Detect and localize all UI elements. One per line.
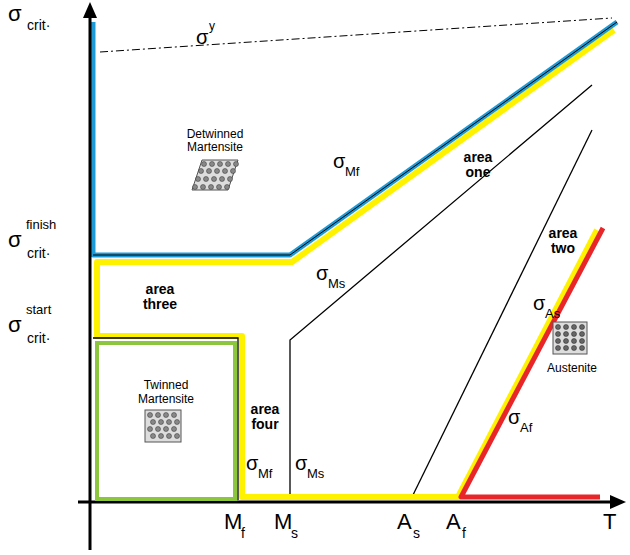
diagram-label: start (26, 303, 51, 317)
diagram-label: y (209, 20, 215, 33)
diagram-label: σ (316, 262, 328, 284)
diagram-label: Ms (328, 277, 345, 291)
diagram-label: M (224, 510, 242, 534)
diagram-label: As (545, 307, 560, 321)
lattice-icon (145, 410, 181, 442)
diagram-label: f (462, 526, 466, 541)
area-label: area four (245, 402, 285, 433)
blue-path (93, 22, 617, 255)
diagram-label: Ms (307, 467, 324, 481)
diagram-label: crit· (27, 331, 50, 346)
yellow-path (97, 30, 614, 497)
yield-line (100, 18, 612, 52)
diagram-label: T (603, 510, 616, 534)
diagram-label: σ (8, 228, 22, 252)
diagram-label: σ (8, 313, 22, 337)
diagram-label: s (291, 526, 298, 541)
area-label: area three (130, 282, 190, 313)
diagram-label: σ (8, 2, 22, 26)
diagram-label: s (413, 526, 420, 541)
diagram-label: σ (333, 150, 345, 172)
axis-arrow (610, 495, 626, 509)
diagram-label: σ (508, 406, 520, 428)
area-label: area one (458, 150, 498, 181)
diagram-label: crit· (27, 18, 50, 33)
diagram-label: M (274, 510, 292, 534)
diagram-label: σ (533, 292, 545, 314)
diagram-label: Austenite (537, 362, 607, 375)
diagram-label: Detwinned Martensite (170, 128, 260, 154)
diagram-label: finish (26, 218, 56, 232)
diagram-label: f (241, 526, 245, 541)
diagram-label: crit· (27, 246, 50, 261)
region-box: Twinned Martensite (95, 341, 237, 501)
area-label: area two (543, 226, 583, 257)
y-axis (89, 14, 92, 550)
axis-arrow (83, 2, 97, 18)
region-name: Twinned Martensite (121, 379, 211, 407)
mf-line (93, 22, 617, 255)
diagram-label: Mf (258, 467, 272, 481)
as-line (412, 130, 592, 497)
diagram-label: A (446, 510, 461, 534)
lattice-icon (553, 322, 587, 354)
mf-bottom-line (93, 338, 238, 500)
diagram-label: σ (246, 452, 258, 474)
lattice-icon (192, 160, 239, 190)
diagram-label: A (397, 510, 412, 534)
diagram-label: σ (295, 452, 307, 474)
diagram-label: Af (520, 421, 532, 435)
diagram-label: σ (196, 26, 208, 48)
diagram-label: Mf (345, 165, 359, 179)
